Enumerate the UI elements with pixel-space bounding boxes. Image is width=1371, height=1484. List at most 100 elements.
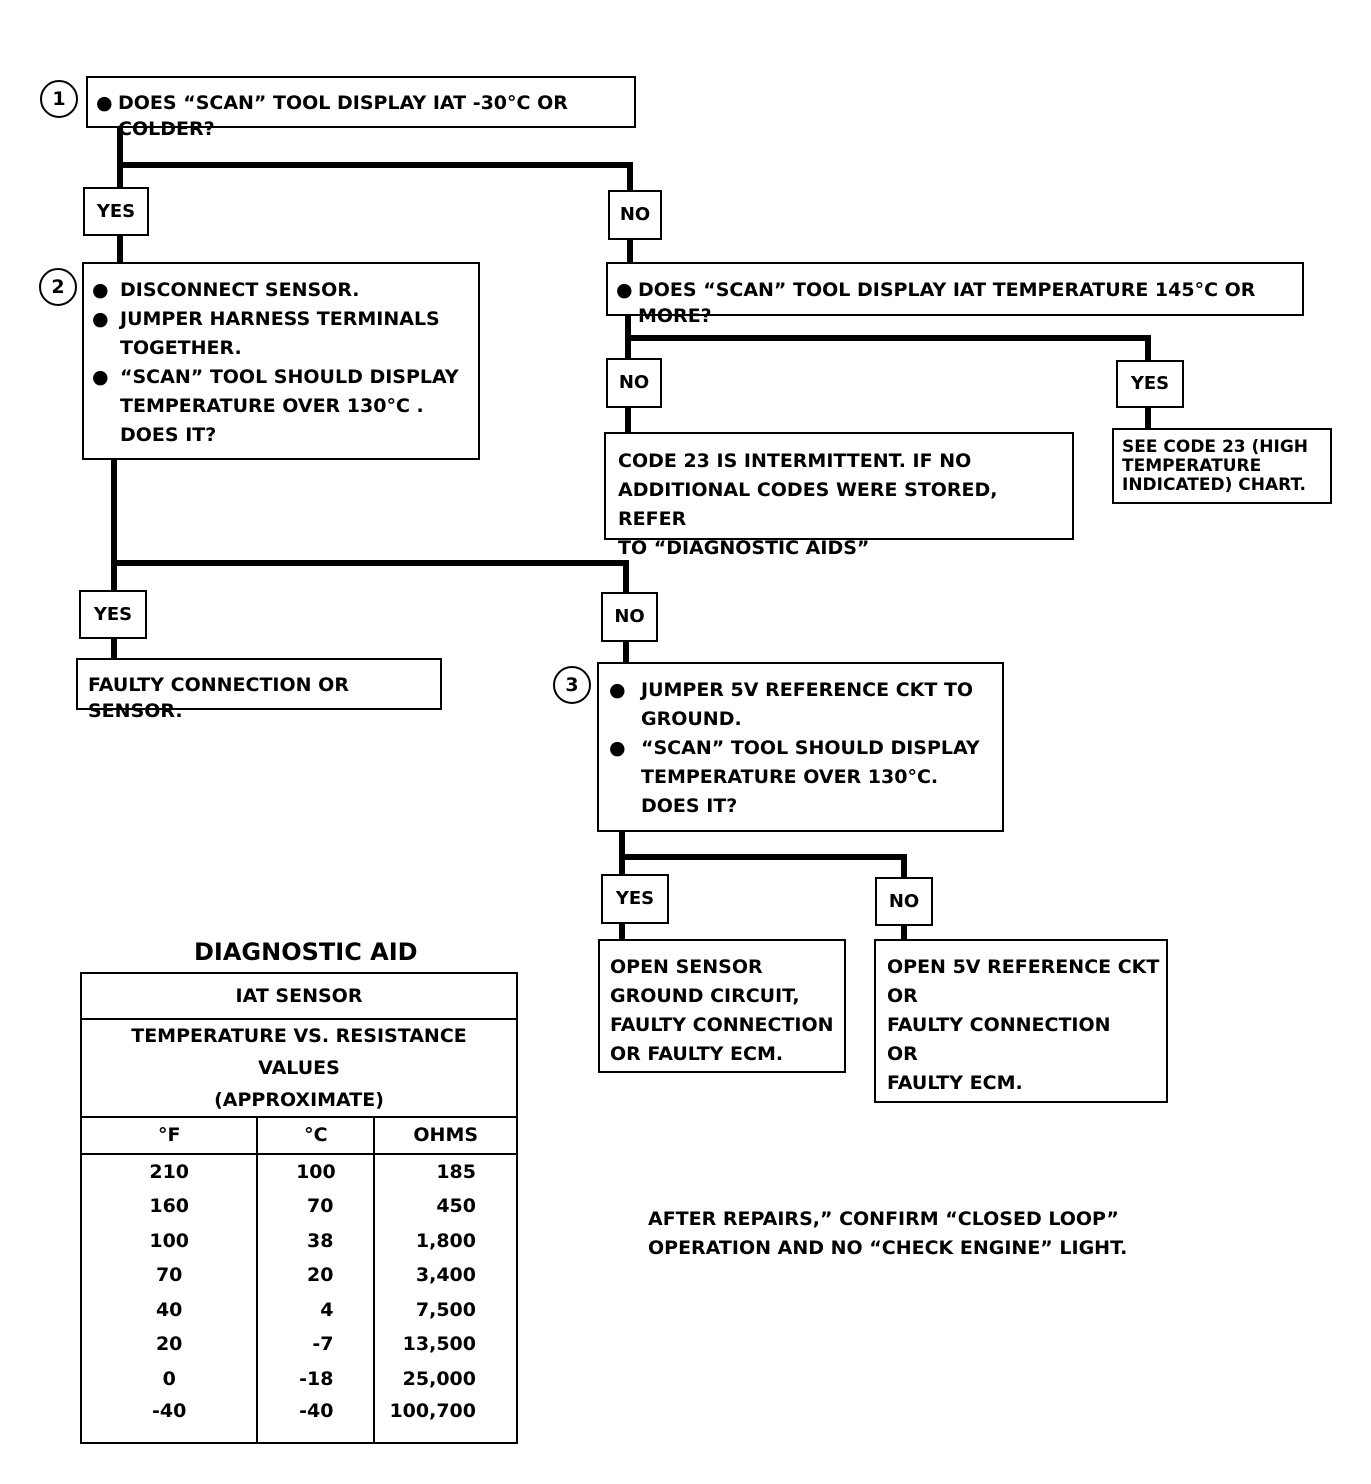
cell-f: -40 — [79, 1396, 259, 1444]
cell-c: 38 — [256, 1223, 376, 1258]
open-ref-line: FAULTY ECM. — [887, 1072, 1023, 1094]
see-code-box: SEE CODE 23 (HIGH TEMPERATURE INDICATED)… — [1112, 428, 1332, 504]
high-temp-check-box: ● DOES “SCAN” TOOL DISPLAY IAT TEMPERATU… — [606, 262, 1304, 327]
cell-f: 160 — [79, 1189, 259, 1224]
step-number-2: 2 — [39, 268, 77, 306]
step2-line: TEMPERATURE OVER 130°C . — [120, 395, 424, 417]
after-repairs-line: AFTER REPAIRS,” CONFIRM “CLOSED LOOP” — [648, 1208, 1119, 1230]
step2-no-label: NO — [601, 592, 658, 642]
cell-c: -18 — [256, 1361, 376, 1396]
cell-c: -40 — [256, 1396, 376, 1444]
open-ref-line: OR — [887, 985, 918, 1007]
table-caption: TEMPERATURE VS. RESISTANCE VALUES (APPRO… — [80, 1018, 518, 1118]
step2-line: DISCONNECT SENSOR. — [120, 279, 360, 301]
step-number-3: 3 — [553, 666, 591, 704]
bullet-icon: ● — [92, 279, 109, 301]
table-subtitle: IAT SENSOR — [80, 972, 518, 1020]
cell-c: -7 — [256, 1327, 376, 1362]
bullet-icon: ● — [92, 308, 109, 330]
step2-line: DOES IT? — [120, 424, 217, 446]
intermittent-box: CODE 23 IS INTERMITTENT. IF NO ADDITIONA… — [604, 432, 1074, 559]
high-temp-no-label: NO — [606, 358, 662, 408]
bullet-icon: ● — [92, 366, 109, 388]
step2-line: JUMPER HARNESS TERMINALS — [120, 308, 440, 330]
cell-ohms: 3,400 — [373, 1258, 518, 1293]
column-header: °C — [256, 1116, 376, 1155]
table-caption-line: (APPROXIMATE) — [214, 1089, 384, 1111]
intermittent-line: CODE 23 IS INTERMITTENT. IF NO — [618, 450, 972, 472]
table-caption-line: TEMPERATURE VS. RESISTANCE VALUES — [131, 1025, 467, 1079]
bullet-icon: ● — [609, 737, 626, 759]
cell-f: 210 — [79, 1153, 259, 1189]
open-sensor-line: OPEN SENSOR — [610, 956, 763, 978]
open-sensor-line: OR FAULTY ECM. — [610, 1043, 784, 1065]
step-number-1: 1 — [40, 80, 78, 118]
cell-c: 4 — [256, 1292, 376, 1327]
connector-check-split — [625, 314, 1151, 360]
high-temp-yes-label: YES — [1116, 360, 1184, 408]
cell-c: 20 — [256, 1258, 376, 1293]
cell-ohms: 450 — [373, 1189, 518, 1224]
cell-ohms: 25,000 — [373, 1361, 518, 1396]
open-ref-line: OR — [887, 1043, 918, 1065]
open-sensor-box: OPEN SENSOR GROUND CIRCUIT, FAULTY CONNE… — [598, 939, 846, 1073]
column-header: °F — [79, 1116, 259, 1155]
see-code-line: SEE CODE 23 (HIGH — [1122, 437, 1309, 457]
open-ref-line: OPEN 5V REFERENCE CKT — [887, 956, 1160, 978]
cell-f: 100 — [79, 1223, 259, 1258]
step3-line: “SCAN” TOOL SHOULD DISPLAY — [641, 737, 980, 759]
step2-yes-label: YES — [79, 590, 147, 639]
see-code-line: TEMPERATURE — [1122, 456, 1262, 476]
step1-box: ● DOES “SCAN” TOOL DISPLAY IAT -30°C OR … — [86, 76, 636, 140]
see-code-line: INDICATED) CHART. — [1122, 475, 1306, 495]
cell-c: 100 — [256, 1153, 376, 1189]
step3-box: ● JUMPER 5V REFERENCE CKT TO GROUND. ● “SC… — [597, 662, 1004, 832]
column-header: OHMS — [373, 1116, 518, 1155]
step2-box: ● DISCONNECT SENSOR. ● JUMPER HARNESS TERM… — [82, 262, 480, 460]
intermittent-line: ADDITIONAL CODES WERE STORED, REFER — [618, 479, 998, 530]
cell-ohms: 100,700 — [373, 1396, 518, 1444]
open-ref-box: OPEN 5V REFERENCE CKT OR FAULTY CONNECTI… — [874, 939, 1168, 1103]
open-sensor-line: GROUND CIRCUIT, — [610, 985, 800, 1007]
bullet-icon: ● — [616, 279, 633, 301]
cell-ohms: 1,800 — [373, 1223, 518, 1258]
step1-yes-label: YES — [83, 187, 149, 236]
step3-line: JUMPER 5V REFERENCE CKT TO — [641, 679, 974, 701]
cell-f: 0 — [79, 1361, 259, 1396]
faulty-connection-text: FAULTY CONNECTION OR SENSOR. — [88, 674, 349, 722]
cell-f: 20 — [79, 1327, 259, 1362]
step3-line: DOES IT? — [641, 795, 738, 817]
connector-step1 — [117, 128, 633, 190]
connector-step3-split — [619, 830, 907, 877]
after-repairs-note: AFTER REPAIRS,” CONFIRM “CLOSED LOOP” OP… — [648, 1205, 1127, 1263]
bullet-icon: ● — [609, 679, 626, 701]
diagnostic-aid-table: IAT SENSOR TEMPERATURE VS. RESISTANCE VA… — [79, 972, 518, 1444]
step1-question: DOES “SCAN” TOOL DISPLAY IAT -30°C OR CO… — [118, 92, 568, 140]
faulty-connection-box: FAULTY CONNECTION OR SENSOR. — [76, 658, 442, 722]
step3-no-label: NO — [875, 877, 933, 926]
after-repairs-line: OPERATION AND NO “CHECK ENGINE” LIGHT. — [648, 1237, 1128, 1259]
step2-line: “SCAN” TOOL SHOULD DISPLAY — [120, 366, 459, 388]
open-ref-line: FAULTY CONNECTION — [887, 1014, 1111, 1036]
cell-f: 40 — [79, 1292, 259, 1327]
cell-ohms: 7,500 — [373, 1292, 518, 1327]
step3-line: GROUND. — [641, 708, 742, 730]
step3-yes-label: YES — [601, 874, 669, 924]
bullet-icon: ● — [96, 92, 113, 114]
intermittent-line: TO “DIAGNOSTIC AIDS” — [618, 537, 870, 559]
step2-line: TOGETHER. — [120, 337, 242, 359]
diagnostic-aid-title: DIAGNOSTIC AID — [194, 938, 418, 966]
cell-ohms: 13,500 — [373, 1327, 518, 1362]
cell-f: 70 — [79, 1258, 259, 1293]
open-sensor-line: FAULTY CONNECTION — [610, 1014, 834, 1036]
high-temp-question: DOES “SCAN” TOOL DISPLAY IAT TEMPERATURE… — [638, 279, 1256, 327]
cell-c: 70 — [256, 1189, 376, 1224]
step1-no-label: NO — [608, 190, 662, 240]
